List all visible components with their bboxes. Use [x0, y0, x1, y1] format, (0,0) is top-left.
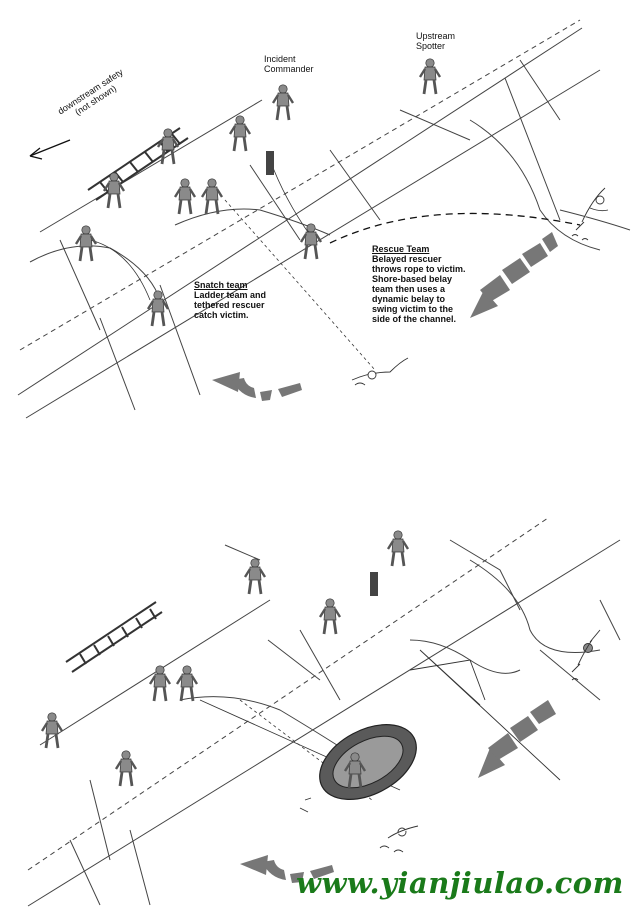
snatch-team-title: Snatch team — [194, 280, 248, 290]
upstream-spotter-figure — [418, 57, 442, 96]
label-line: Upstream — [416, 31, 456, 41]
label-line: catch victim. — [194, 310, 249, 320]
anchor-post-icon — [266, 151, 274, 175]
belayed-rescuer-figure — [318, 597, 342, 636]
anchor-post-icon — [370, 572, 378, 596]
current-arrow — [478, 700, 556, 778]
eddy-arrow — [212, 372, 302, 401]
victim-in-water-icon — [571, 187, 609, 241]
incident-commander-figure — [243, 557, 267, 596]
tether-line — [224, 199, 376, 371]
top-panel — [17, 19, 631, 419]
channel-lines — [27, 517, 621, 907]
label-line: Belayed rescuer — [372, 254, 442, 264]
belay-team-figure — [173, 177, 197, 216]
snatch-team-label: Snatch team Ladder team and tethered res… — [194, 280, 294, 320]
channel-lines — [17, 19, 631, 419]
label-line: dynamic belay to — [372, 294, 446, 304]
upstream-spotter-label: Upstream Spotter — [416, 31, 455, 51]
belay-team-figure — [148, 664, 172, 703]
ladder-icon — [65, 601, 163, 673]
label-line: team then uses a — [372, 284, 446, 294]
bottom-panel — [27, 517, 621, 907]
label-line: Ladder team and — [194, 290, 267, 300]
victim-swung-icon — [379, 825, 419, 853]
rescuer-figure — [228, 114, 252, 153]
shore-rescuer-figure — [40, 711, 64, 750]
watermark: www.yianjiulao.com — [296, 866, 624, 900]
tethered-rescuer-figure — [114, 749, 138, 788]
shore-rescuer-figure — [74, 224, 98, 263]
throw-rope-arc — [329, 212, 581, 244]
raft-tether-lines — [409, 649, 561, 781]
belay-team-figure — [200, 177, 224, 216]
label-line: Spotter — [416, 41, 446, 51]
label-line: tethered rescuer — [194, 300, 265, 310]
incident-commander-figure — [271, 83, 295, 122]
label-line: throws rope to victim. — [372, 264, 466, 274]
upstream-spotter-figure — [386, 529, 410, 568]
label-line: side of the channel. — [372, 314, 457, 324]
belay-rope — [269, 159, 311, 236]
victim-in-water-icon — [571, 629, 601, 681]
label-line: Incident — [264, 54, 296, 64]
raft-icon — [319, 724, 417, 800]
belay-team-figure — [175, 664, 199, 703]
victim-swung-icon — [351, 357, 409, 386]
downstream-arrow — [29, 139, 71, 160]
label-line: Shore-based belay — [372, 274, 453, 284]
label-line: swing victim to the — [372, 304, 454, 314]
incident-commander-label: Incident Commander — [264, 54, 314, 74]
rescue-team-title: Rescue Team — [372, 244, 430, 254]
label-line: Commander — [264, 64, 314, 74]
eddy-arrow — [240, 855, 334, 883]
current-arrow — [470, 232, 558, 318]
rescue-team-label: Rescue Team Belayed rescuer throws rope … — [372, 244, 482, 324]
